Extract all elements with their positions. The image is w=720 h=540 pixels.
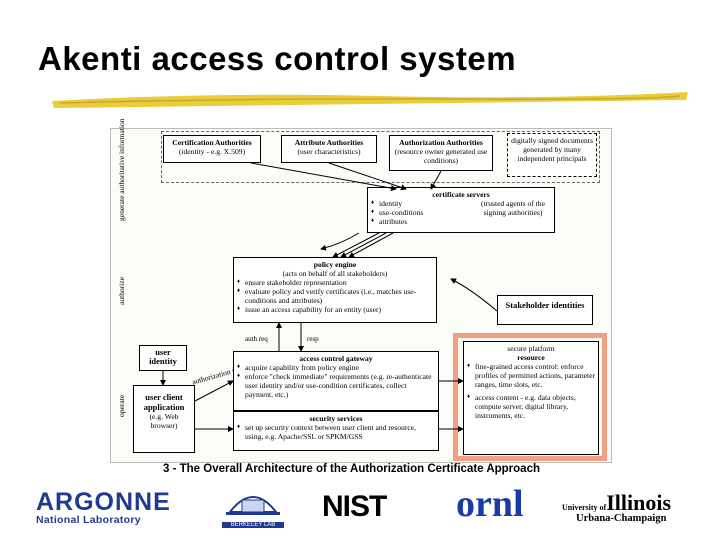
security-title: security services xyxy=(309,414,363,423)
policy-engine-sub: (acts on behalf of all stakeholders) xyxy=(282,269,388,278)
berkeley-lab-text: BERKELEY LAB xyxy=(222,522,284,528)
attribute-authorities-box: Attribute Authorities (user characterist… xyxy=(281,135,377,163)
uiuc-logo-big: Illinois xyxy=(606,490,672,515)
security-services-box: security services set up security contex… xyxy=(233,411,439,451)
policy-engine-item: issue an access capability for an entity… xyxy=(237,305,434,314)
gateway-item: acquire capability from policy engine xyxy=(237,363,436,372)
signed-docs-text: digitally signed documents generated by … xyxy=(511,136,593,163)
user-client-title: user client application xyxy=(143,392,185,412)
gateway-item: enforce "check immediate" requirements (… xyxy=(237,372,436,399)
policy-engine-box: policy engine (acts on behalf of all sta… xyxy=(233,257,437,323)
argonne-logo-sub: National Laboratory xyxy=(36,514,141,526)
slide-title: Akenti access control system xyxy=(38,40,517,77)
attr-auth-sub: (user characteristics) xyxy=(297,147,361,156)
policy-engine-title: policy engine xyxy=(313,260,357,269)
cert-servers-item: use-conditions xyxy=(371,208,469,217)
authorities-region xyxy=(161,131,600,183)
berkeley-lab-dome-icon xyxy=(226,496,280,515)
cert-servers-item: attributes xyxy=(371,217,469,226)
cert-servers-title: certificate servers xyxy=(432,190,490,199)
secure-platform-label: secure platform xyxy=(507,344,555,353)
argonne-logo-main: ARGONNE xyxy=(36,488,171,516)
figure-caption: 3 - The Overall Architecture of the Auth… xyxy=(163,463,541,475)
authorization-authorities-box: Authorization Authorities (resource owne… xyxy=(389,135,493,171)
uiuc-logo-small: University of xyxy=(562,503,607,512)
diagram-arrows xyxy=(160,162,498,432)
secure-platform-region xyxy=(453,333,607,461)
argonne-logo: ARGONNE National Laboratory xyxy=(36,488,196,527)
resource-box: secure platform resource fine-grained ac… xyxy=(463,341,599,455)
auth-req-label: auth req xyxy=(245,335,268,343)
title-underline-brush xyxy=(52,92,688,108)
cert-auth-sub: (identity - e.g. X.509) xyxy=(178,147,246,156)
user-client-box: user client application (e.g. Web browse… xyxy=(133,385,195,453)
resource-item: fine-grained access control: enforce pro… xyxy=(467,362,596,389)
policy-engine-item: evaluate policy and verify certificates … xyxy=(237,287,434,305)
ornl-logo: ornl xyxy=(456,483,524,525)
cert-servers-item: identity xyxy=(371,199,469,208)
cert-auth-title: Certification Authorities xyxy=(172,138,252,147)
signed-documents-box: digitally signed documents generated by … xyxy=(507,133,597,177)
uiuc-logo: University ofIllinois Urbana-Champaign xyxy=(562,490,688,530)
certificate-servers-box: certificate servers identity use-conditi… xyxy=(367,187,555,233)
authz-auth-sub: (resource owner generated use conditions… xyxy=(394,147,488,165)
resource-title: resource xyxy=(517,353,545,362)
user-identity-box: user identity xyxy=(139,345,187,371)
resource-item: access content - e.g. data objects, comp… xyxy=(467,393,596,420)
nist-logo: NIST xyxy=(322,490,387,523)
cert-servers-note: (trusted agents of the signing authoriti… xyxy=(481,199,545,217)
gateway-title: access control gateway xyxy=(299,354,373,363)
user-client-sub: (e.g. Web browser) xyxy=(149,412,179,430)
access-control-gateway-box: access control gateway acquire capabilit… xyxy=(233,351,439,411)
uiuc-logo-sub: Urbana-Champaign xyxy=(576,513,667,524)
architecture-figure: generate authoritative information autho… xyxy=(110,119,612,463)
attr-auth-title: Attribute Authorities xyxy=(294,138,364,147)
security-item: set up security context between user cli… xyxy=(237,423,436,441)
certification-authorities-box: Certification Authorities (identity - e.… xyxy=(163,135,261,163)
resp-label: resp xyxy=(307,335,319,343)
authz-auth-title: Authorization Authorities xyxy=(399,138,483,147)
stakeholder-identities-box: Stakeholder identities xyxy=(497,295,593,325)
policy-engine-item: ensure stakeholder representation xyxy=(237,278,434,287)
berkeley-lab-logo: BERKELEY LAB xyxy=(222,486,284,528)
